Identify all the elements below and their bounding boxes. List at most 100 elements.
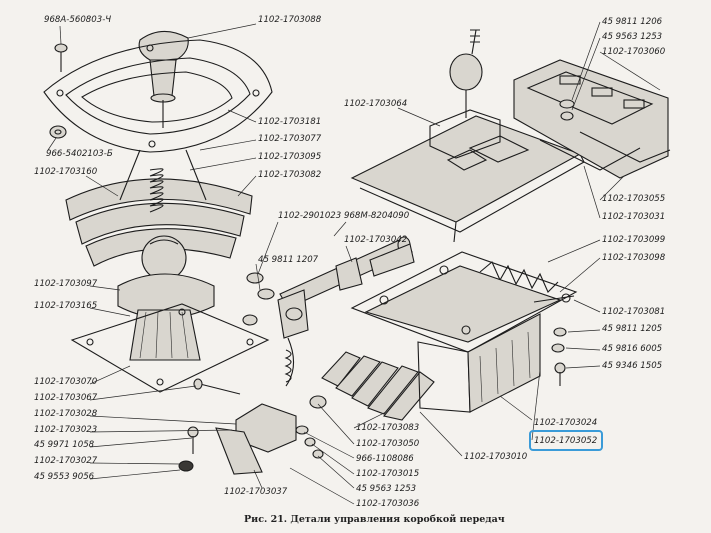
ball-joint bbox=[141, 235, 187, 281]
leader-line bbox=[89, 429, 233, 433]
leader-line bbox=[499, 395, 533, 421]
figure-caption: Рис. 21. Детали управления коробкой пере… bbox=[244, 514, 505, 525]
leader-line bbox=[227, 109, 257, 123]
leader-line bbox=[547, 239, 601, 263]
part-label: 45 9816 6005 bbox=[602, 344, 662, 354]
leader-line bbox=[565, 347, 601, 351]
part-label: 45 9346 1505 bbox=[602, 361, 662, 371]
part-label: 45 9811 1205 bbox=[602, 324, 662, 334]
part-label: 1102-1703082 bbox=[258, 170, 321, 180]
small-parts-centre bbox=[295, 425, 324, 459]
leader-line bbox=[311, 443, 355, 475]
leader-line bbox=[255, 263, 261, 291]
part-label: 1102-1703042 bbox=[344, 235, 407, 245]
leader-line bbox=[89, 285, 121, 291]
part-label: 1102-1703077 bbox=[258, 134, 322, 144]
spring-left bbox=[149, 168, 164, 213]
leader-line bbox=[353, 411, 387, 429]
leader-line bbox=[567, 329, 601, 333]
leader-line bbox=[419, 411, 463, 457]
leader-line bbox=[89, 462, 181, 465]
gear-selector-lever bbox=[449, 29, 483, 118]
part-label: 45 9811 1206 bbox=[602, 17, 663, 27]
leader-line bbox=[599, 175, 625, 201]
part-label: 1102-1703064 bbox=[344, 99, 407, 109]
leader-line bbox=[345, 245, 353, 263]
part-label: 1102-1703024 bbox=[534, 418, 597, 428]
leader-line bbox=[89, 437, 193, 448]
part-label: 1102-1703050 bbox=[356, 439, 420, 449]
rod-link bbox=[277, 289, 309, 387]
part-label: 1102-1703160 bbox=[34, 167, 98, 177]
shift-housing-right bbox=[350, 251, 578, 413]
upper-cover-plate bbox=[43, 39, 273, 153]
part-label: 966-5402103-Б bbox=[46, 149, 113, 159]
leader-line bbox=[317, 403, 355, 445]
leader-line bbox=[85, 175, 119, 197]
highlight-box bbox=[529, 430, 603, 451]
part-label: 1102-1703023 bbox=[34, 425, 97, 435]
part-label: 1102-1703055 bbox=[602, 194, 665, 204]
leader-line bbox=[89, 307, 131, 317]
leader-line bbox=[333, 221, 347, 237]
part-label: 968А-560803-Ч bbox=[44, 15, 111, 25]
leader-line bbox=[531, 369, 541, 441]
leader-line bbox=[303, 431, 355, 459]
part-label: 1102-2901023 bbox=[278, 211, 341, 221]
leader-line bbox=[47, 137, 57, 151]
part-label: 1102-1703037 bbox=[224, 487, 288, 497]
leader-line bbox=[253, 469, 263, 489]
leader-line bbox=[571, 37, 601, 111]
part-label: 1102-1703052 bbox=[534, 436, 597, 446]
part-label: 966-1108086 bbox=[356, 454, 414, 464]
part-label: 1102-1703015 bbox=[356, 469, 419, 479]
part-label: 1102-1703010 bbox=[464, 452, 528, 462]
clamp-linkage-left bbox=[178, 403, 297, 475]
part-label: 1102-1703060 bbox=[602, 47, 666, 57]
part-label: 1102-1703067 bbox=[34, 393, 98, 403]
leader-line bbox=[89, 415, 237, 425]
dust-boot-centre bbox=[309, 351, 435, 421]
screw-top-left bbox=[54, 43, 68, 72]
part-label: 1102-1703081 bbox=[602, 307, 665, 317]
part-label: 1102-1703088 bbox=[258, 15, 322, 25]
part-label: 968М-8204090 bbox=[344, 211, 410, 221]
ring-washer-left bbox=[49, 125, 67, 139]
bolts-right bbox=[533, 295, 575, 386]
part-label: 1102-1703070 bbox=[34, 377, 98, 387]
leader-line bbox=[397, 107, 441, 127]
part-label: 45 9971 1058 bbox=[34, 440, 95, 450]
part-label: 1102-1703031 bbox=[602, 212, 665, 222]
part-label: 1102-1703181 bbox=[258, 117, 321, 127]
leader-line bbox=[189, 157, 257, 171]
lower-housing-left bbox=[70, 273, 270, 393]
leader-line bbox=[599, 51, 661, 91]
leader-line bbox=[257, 221, 279, 275]
leader-line bbox=[199, 139, 257, 151]
bolt-lower-left bbox=[193, 378, 241, 395]
part-label: 45 9811 1207 bbox=[258, 255, 319, 265]
leader-line bbox=[573, 299, 601, 313]
leader-line bbox=[59, 25, 62, 45]
part-label: 1102-1703095 bbox=[258, 152, 321, 162]
part-label: 45 9563 1253 bbox=[356, 484, 416, 494]
leader-line bbox=[289, 467, 355, 505]
part-label: 1102-1703165 bbox=[34, 301, 97, 311]
leader-line bbox=[89, 385, 197, 401]
leader-line bbox=[187, 23, 257, 39]
part-label: 45 9563 1253 bbox=[602, 32, 662, 42]
part-label: 1102-1703098 bbox=[602, 253, 666, 263]
part-label: 1102-1703027 bbox=[34, 456, 98, 466]
leader-line bbox=[89, 365, 131, 385]
part-label: 45 9553 9056 bbox=[34, 472, 95, 482]
leader-line bbox=[317, 455, 355, 489]
part-label: 1102-1703036 bbox=[356, 499, 420, 509]
lever-knob bbox=[138, 30, 189, 128]
leader-line bbox=[559, 257, 601, 293]
part-number-labels: 968А-560803-Ч 1102-1703088 1102-1703181 110… bbox=[34, 15, 666, 509]
bushing-pair bbox=[242, 272, 275, 326]
part-label: 1102-1703099 bbox=[602, 235, 665, 245]
part-label: 1102-1703028 bbox=[34, 409, 98, 419]
part-label: 1102-1703097 bbox=[34, 279, 98, 289]
